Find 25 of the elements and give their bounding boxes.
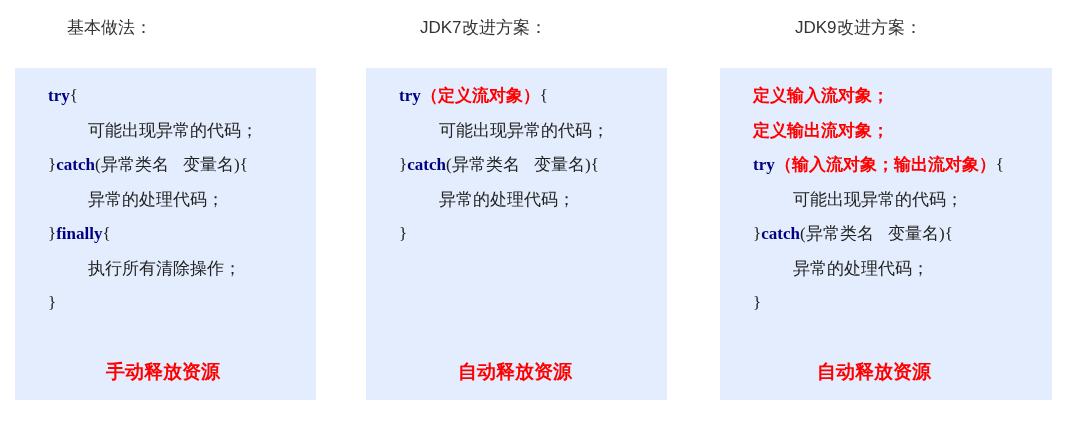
code-line: } xyxy=(753,292,762,314)
code-line: 可能出现异常的代码； xyxy=(439,119,609,142)
code-line: 异常的处理代码； xyxy=(439,188,575,211)
code-line: try（定义流对象）{ xyxy=(399,85,548,107)
panel-heading: JDK7改进方案： xyxy=(420,17,547,39)
code-line: }catch(异常类名 变量名){ xyxy=(48,154,248,176)
code-line: 定义输入流对象； xyxy=(753,85,889,107)
footer-note: 自动释放资源 xyxy=(817,361,931,382)
panel-heading: JDK9改进方案： xyxy=(795,17,922,39)
code-line: 异常的处理代码； xyxy=(793,257,929,280)
code-line: 定义输出流对象； xyxy=(753,119,889,142)
code-line: } xyxy=(399,223,408,245)
code-line: try{ xyxy=(48,85,78,107)
code-line: 可能出现异常的代码； xyxy=(793,188,963,211)
code-line: 可能出现异常的代码； xyxy=(88,119,258,142)
code-line: }catch(异常类名 变量名){ xyxy=(399,154,599,176)
footer-note: 自动释放资源 xyxy=(457,361,572,382)
code-line: 执行所有清除操作； xyxy=(88,257,241,280)
code-line: } xyxy=(48,292,57,314)
code-line: }finally{ xyxy=(48,223,111,245)
footer-note: 手动释放资源 xyxy=(105,361,220,382)
panel-heading: 基本做法： xyxy=(67,17,152,39)
code-line: 异常的处理代码； xyxy=(88,188,224,211)
code-line: }catch(异常类名 变量名){ xyxy=(753,223,953,245)
code-line: try（输入流对象；输出流对象）{ xyxy=(753,154,1004,176)
